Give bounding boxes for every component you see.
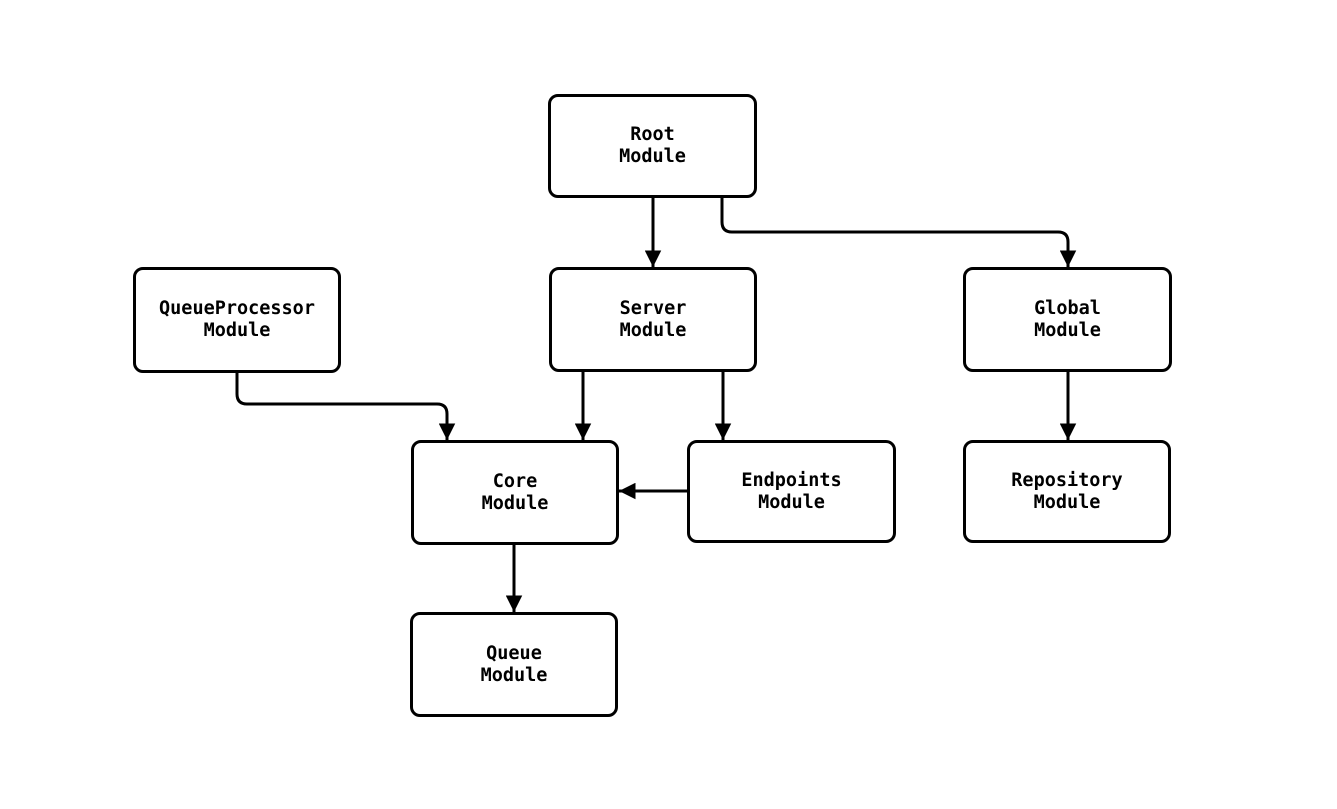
- node-label-line: Endpoints: [741, 469, 842, 491]
- node-label-line: Module: [203, 320, 271, 341]
- node-label-line: Core: [492, 470, 538, 492]
- node-label-line: QueueProcessor: [159, 298, 315, 319]
- node-label-line: Module: [480, 664, 548, 686]
- edge-root-module-to-global-module: [720, 198, 1077, 267]
- node-label-line: Global: [1034, 297, 1101, 319]
- node-label-line: Repository: [1011, 469, 1123, 491]
- node-label-line: Module: [481, 492, 549, 514]
- node-label-line: Module: [758, 491, 825, 513]
- node-label-line: Module: [619, 319, 687, 341]
- node-label-line: Module: [1033, 491, 1101, 513]
- node-label-line: Module: [619, 146, 686, 167]
- node-label-line: Module: [1034, 319, 1101, 341]
- node-label-line: Queue: [486, 642, 542, 664]
- edge-queueprocessor-module-to-core-module: [235, 373, 456, 440]
- node-label-line: Server: [619, 297, 687, 319]
- node-label-line: Root: [630, 124, 675, 145]
